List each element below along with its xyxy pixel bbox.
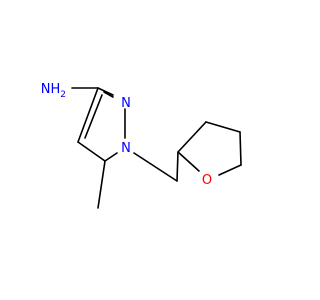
canvas-background xyxy=(0,0,300,300)
ring-nitrogen-2-label: N xyxy=(121,96,131,111)
molecule-structure-diagram: NH2 N N O xyxy=(0,0,300,300)
bond-n1-ch2 xyxy=(133,152,178,182)
bond-thp-c3-c4 xyxy=(205,121,241,133)
bond-thp-c2-c3 xyxy=(177,121,207,153)
amine-label: NH2 xyxy=(41,82,66,100)
ring-oxygen-label: O xyxy=(202,173,212,188)
bond-c5-c4 xyxy=(77,141,106,162)
bond-c5-methyl xyxy=(97,160,106,209)
bond-c4-c3-double xyxy=(84,94,103,139)
bond-ch2-c2 xyxy=(176,151,179,182)
atom-labels: NH2 N N O xyxy=(41,82,212,188)
bond-c4-c3 xyxy=(77,87,99,143)
bond-thp-c5-o xyxy=(218,164,242,176)
bond-thp-o-c2 xyxy=(177,151,200,172)
amine-subscript: 2 xyxy=(60,90,66,100)
bond-n1-c5 xyxy=(104,152,118,162)
bond-c3-n2-double xyxy=(103,91,114,98)
ring-nitrogen-1-label: N xyxy=(121,141,131,156)
bond-lines xyxy=(71,87,242,209)
bond-thp-c4-c5 xyxy=(239,131,242,166)
bond-c3-n2 xyxy=(97,87,114,96)
